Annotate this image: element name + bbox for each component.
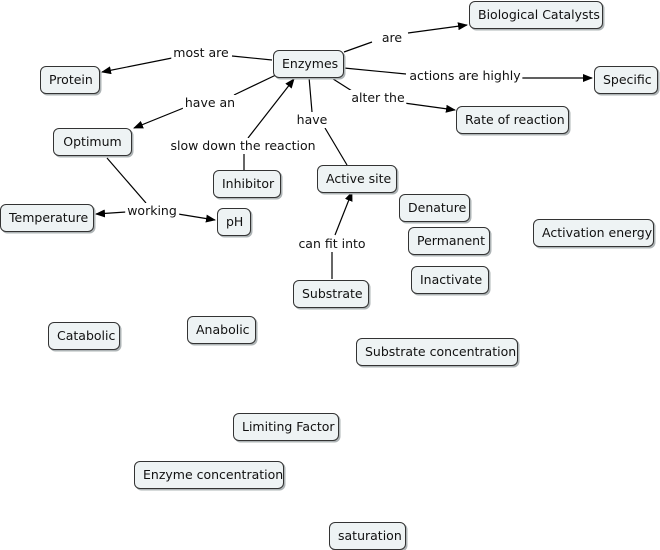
link-label-have-an: have an <box>182 95 238 111</box>
node-catabolic[interactable]: Catabolic <box>48 322 120 350</box>
node-permanent[interactable]: Permanent <box>408 227 490 255</box>
connector-can-fit-into-active-site <box>334 191 353 236</box>
node-inhibitor[interactable]: Inhibitor <box>213 170 281 198</box>
node-substrate[interactable]: Substrate <box>293 280 369 308</box>
connector-working-ph <box>177 213 216 223</box>
connector-slow-down-enzymes <box>247 78 295 139</box>
connector-alter-the-rate-of-reaction <box>403 102 456 113</box>
link-label-are: are <box>379 30 405 46</box>
link-label-working: working <box>125 203 179 219</box>
connector-enzymes-have-an <box>233 73 279 96</box>
node-inactivate[interactable]: Inactivate <box>411 266 489 294</box>
node-activation-energy[interactable]: Activation energy <box>533 219 654 247</box>
node-anabolic[interactable]: Anabolic <box>187 316 256 344</box>
link-label-most-are: most are <box>171 45 231 61</box>
connector-most-are-protein <box>101 57 173 75</box>
node-ph[interactable]: pH <box>217 208 251 236</box>
node-protein[interactable]: Protein <box>40 66 100 94</box>
node-enzymes[interactable]: Enzymes <box>273 50 344 78</box>
node-specific[interactable]: Specific <box>594 66 658 94</box>
connector-are-biological-catalysts <box>407 22 468 34</box>
connector-enzymes-have <box>308 76 313 113</box>
connector-enzymes-alter-the <box>329 76 353 92</box>
link-label-can-fit-into: can fit into <box>296 236 368 252</box>
node-biological-catalysts[interactable]: Biological Catalysts <box>469 1 603 29</box>
node-optimum[interactable]: Optimum <box>53 128 132 156</box>
node-active-site[interactable]: Active site <box>317 165 397 193</box>
connector-optimum-working <box>106 157 147 204</box>
link-label-alter-the: alter the <box>349 90 407 106</box>
connector-enzymes-are <box>343 41 373 53</box>
node-denature[interactable]: Denature <box>399 194 470 222</box>
node-temperature[interactable]: Temperature <box>0 204 94 232</box>
link-label-actions-are-highly: actions are highly <box>407 68 523 84</box>
connector-working-temperature <box>95 209 127 218</box>
connector-have-active-site <box>324 127 348 166</box>
connector-have-an-optimum <box>133 106 187 129</box>
node-rate-of-reaction[interactable]: Rate of reaction <box>456 106 569 134</box>
connector-enzymes-actions-are-highly <box>343 67 407 75</box>
link-label-have: have <box>294 112 330 128</box>
link-label-slow-down-the-reaction: slow down the reaction <box>168 138 318 154</box>
node-limiting-factor[interactable]: Limiting Factor <box>233 413 339 441</box>
node-substrate-concentration[interactable]: Substrate concentration <box>356 338 518 366</box>
node-enzyme-concentration[interactable]: Enzyme concentration <box>134 461 284 489</box>
node-saturation[interactable]: saturation <box>329 522 406 550</box>
connector-enzymes-most-are <box>231 55 273 61</box>
